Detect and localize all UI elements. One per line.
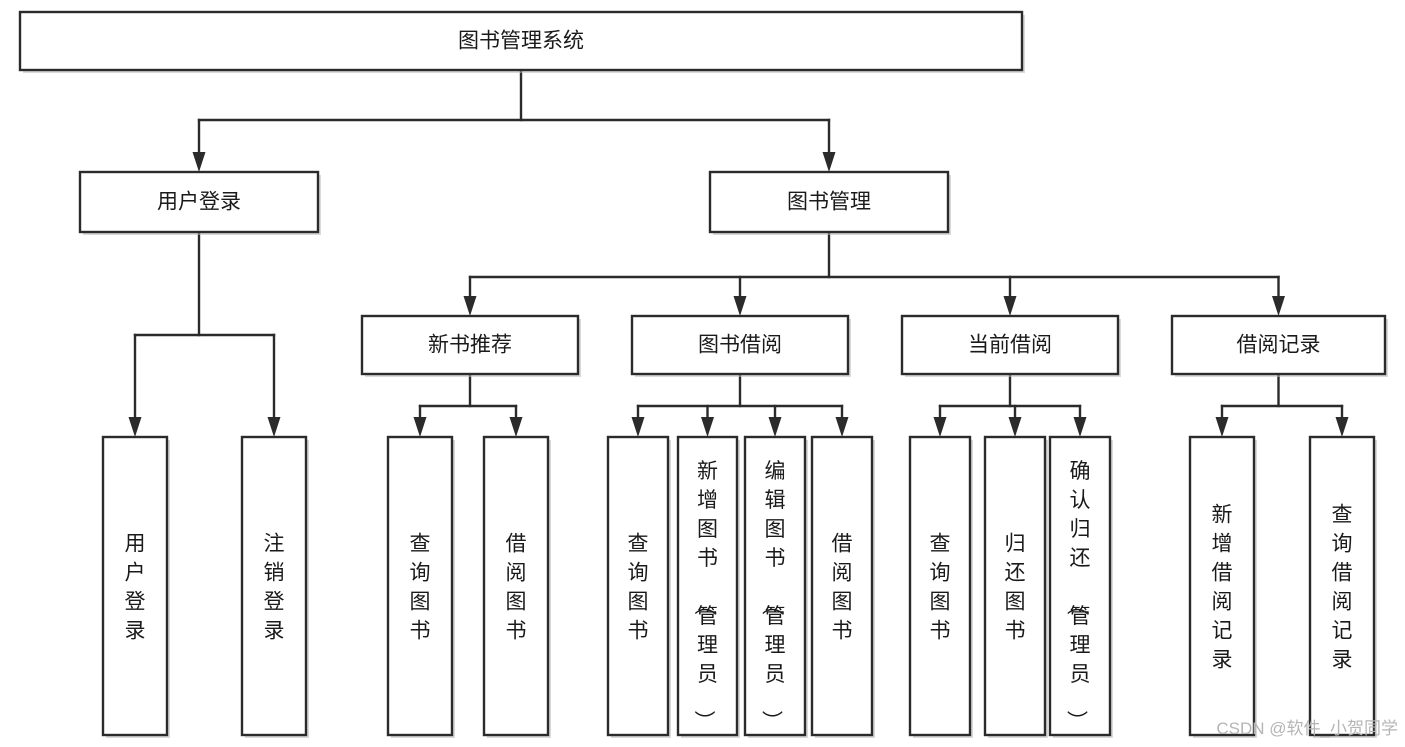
node-root[interactable]: 图书管理系统 <box>18 10 1025 73</box>
arrow-head-icon <box>413 417 427 437</box>
connector-group-book-borrow <box>631 372 849 437</box>
node-leaf-edit-book[interactable]: 编辑图书（管理员） <box>743 435 808 738</box>
node-box[interactable] <box>1188 435 1256 737</box>
node-book-manage[interactable]: 图书管理 <box>708 170 951 235</box>
node-leaf-return-book[interactable]: 归还图书 <box>983 435 1048 738</box>
node-box[interactable] <box>1308 435 1376 737</box>
node-box[interactable] <box>482 435 550 737</box>
node-leaf-query-book-current[interactable]: 查询图书 <box>908 435 973 738</box>
arrow-head-icon <box>1003 296 1017 316</box>
node-box[interactable] <box>630 314 850 376</box>
node-box[interactable] <box>606 435 670 737</box>
arrow-head-icon <box>1073 417 1087 437</box>
node-label: 借阅记录 <box>1237 334 1321 357</box>
node-box[interactable] <box>743 435 807 737</box>
node-label: 借阅图书 <box>506 533 527 643</box>
arrow-head-icon <box>267 417 281 437</box>
node-box[interactable] <box>240 435 308 737</box>
node-label: 图书借阅 <box>698 334 782 357</box>
node-leaf-borrow-book[interactable]: 借阅图书 <box>810 435 875 738</box>
node-box[interactable] <box>360 314 580 376</box>
node-label: 归还图书 <box>1005 533 1026 643</box>
node-leaf-user-login[interactable]: 用户登录 <box>101 435 170 738</box>
node-box[interactable] <box>386 435 454 737</box>
node-label: 查询图书 <box>930 533 951 643</box>
node-user-login[interactable]: 用户登录 <box>78 170 321 235</box>
csdn-watermark: CSDN @软件_小贺同学 <box>1216 719 1398 738</box>
connector-group-borrow-record <box>1215 372 1349 437</box>
connector-group-new-book-recommend <box>413 372 523 437</box>
node-borrow-record[interactable]: 借阅记录 <box>1170 314 1388 377</box>
node-leaf-query-book-new[interactable]: 查询图书 <box>386 435 455 738</box>
arrow-head-icon <box>192 152 206 172</box>
arrow-head-icon <box>1335 417 1349 437</box>
node-leaf-borrow-book-new[interactable]: 借阅图书 <box>482 435 551 738</box>
node-label: 注销登录 <box>264 533 285 643</box>
node-box[interactable] <box>708 170 950 234</box>
node-new-book-recommend[interactable]: 新书推荐 <box>360 314 581 377</box>
connector-group-root <box>192 68 836 172</box>
node-box[interactable] <box>983 435 1047 737</box>
connector-group-current-borrow <box>933 372 1087 437</box>
arrow-head-icon <box>463 296 477 316</box>
node-box[interactable] <box>101 435 169 737</box>
arrow-head-icon <box>768 417 782 437</box>
node-box[interactable] <box>78 170 320 234</box>
node-leaf-query-book-borrow[interactable]: 查询图书 <box>606 435 671 738</box>
arrow-head-icon <box>128 417 142 437</box>
arrow-head-icon <box>1008 417 1022 437</box>
node-label: 借阅图书 <box>832 533 853 643</box>
node-label: 新增图书（管理员） <box>692 460 718 731</box>
node-leaf-query-record[interactable]: 查询借阅记录 <box>1308 435 1377 738</box>
node-leaf-confirm-return[interactable]: 确认归还（管理员） <box>1048 435 1113 738</box>
node-label: 查询图书 <box>628 533 649 643</box>
arrow-head-icon <box>822 152 836 172</box>
node-label: 编辑图书（管理员） <box>760 460 786 731</box>
node-label: 查询图书 <box>410 533 431 643</box>
node-current-borrow[interactable]: 当前借阅 <box>900 314 1121 377</box>
node-label: 当前借阅 <box>968 334 1052 357</box>
node-label: 用户登录 <box>157 191 241 214</box>
node-label: 用户登录 <box>125 533 146 643</box>
node-box[interactable] <box>1048 435 1112 737</box>
node-label: 确认归还（管理员） <box>1065 460 1091 731</box>
arrow-head-icon <box>1272 296 1285 316</box>
arrow-head-icon <box>933 417 947 437</box>
node-leaf-add-record[interactable]: 新增借阅记录 <box>1188 435 1257 738</box>
connector-group-user-login <box>128 230 281 437</box>
node-label: 新书推荐 <box>428 334 512 357</box>
node-box[interactable] <box>1170 314 1387 376</box>
node-label: 图书管理系统 <box>458 30 584 53</box>
node-box[interactable] <box>676 435 739 737</box>
arrow-head-icon <box>1215 417 1229 437</box>
connector-group-book-manage <box>463 230 1285 316</box>
node-box[interactable] <box>810 435 874 737</box>
node-book-borrow[interactable]: 图书借阅 <box>630 314 851 377</box>
node-box[interactable] <box>908 435 972 737</box>
node-label: 图书管理 <box>787 191 871 214</box>
node-label: 查询借阅记录 <box>1332 504 1353 672</box>
arrow-head-icon <box>509 417 523 437</box>
node-layer: 图书管理系统用户登录图书管理新书推荐图书借阅当前借阅借阅记录用户登录注销登录查询… <box>18 10 1388 738</box>
node-box[interactable] <box>900 314 1120 376</box>
node-box[interactable] <box>18 10 1024 72</box>
node-leaf-logout[interactable]: 注销登录 <box>240 435 309 738</box>
arrow-head-icon <box>835 417 849 437</box>
node-label: 新增借阅记录 <box>1212 504 1233 672</box>
node-leaf-add-book[interactable]: 新增图书（管理员） <box>676 435 740 738</box>
arrow-head-icon <box>701 417 714 437</box>
arrow-head-icon <box>631 417 645 437</box>
edge-layer <box>128 68 1349 437</box>
arrow-head-icon <box>733 296 747 316</box>
